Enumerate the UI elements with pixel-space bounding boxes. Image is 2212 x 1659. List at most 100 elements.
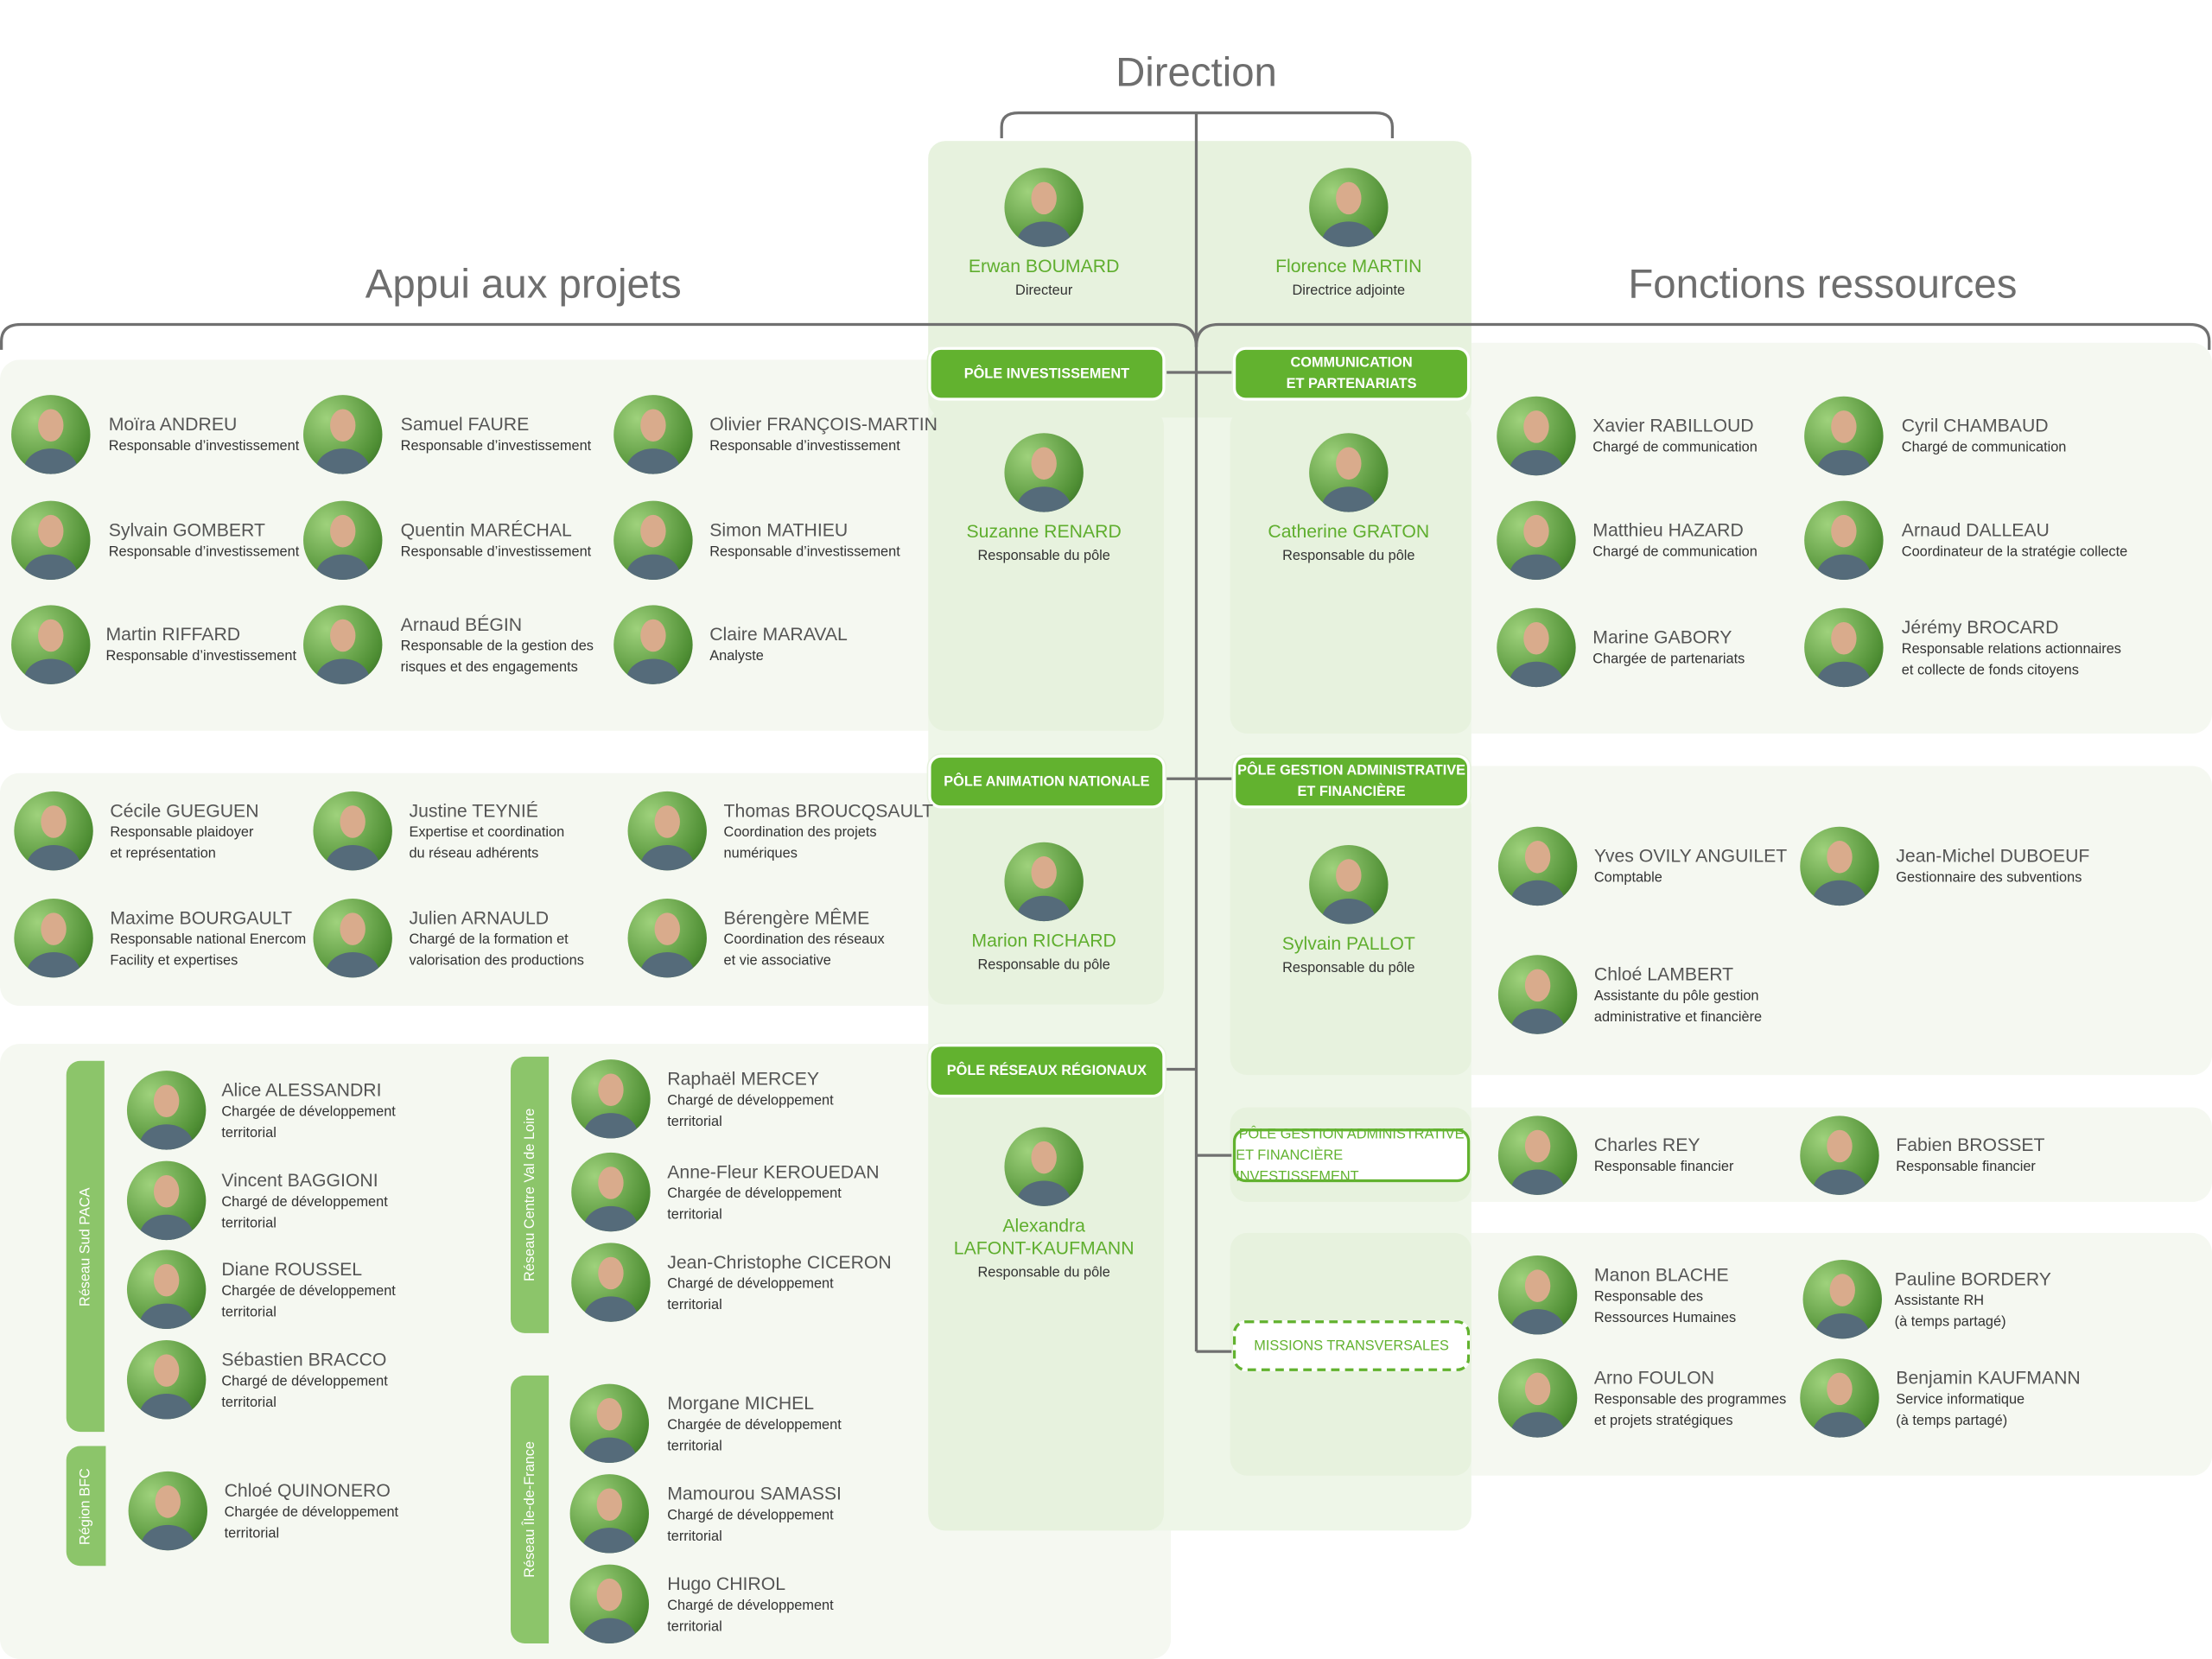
avatar-body — [626, 448, 680, 474]
person-name: Thomas BROUCQSAULT — [723, 798, 934, 821]
avatar-face — [340, 805, 365, 838]
leader-name-line: Suzanne RENARD — [966, 520, 1122, 542]
avatar-body — [23, 448, 78, 474]
person-name: Simon MATHIEU — [709, 518, 849, 541]
avatar — [128, 1471, 207, 1551]
leader-name: Erwan BOUMARD — [903, 256, 1185, 278]
pole-reseaux-button[interactable]: PÔLE RÉSEAUX RÉGIONAUX — [928, 1044, 1166, 1098]
person-role: territorial — [667, 1438, 722, 1454]
avatar-body — [1812, 880, 1866, 906]
avatar — [1004, 842, 1084, 922]
avatar-body — [23, 554, 78, 581]
avatar-body — [326, 952, 380, 978]
region-tab-bfc: Région BFC — [66, 1446, 106, 1567]
person-role: Chargée de partenariats — [1592, 652, 1745, 668]
person-role: numériques — [723, 845, 798, 861]
person-role: Facility et expertises — [110, 952, 238, 969]
pole-investissement-button[interactable]: PÔLE INVESTISSEMENT — [928, 346, 1166, 401]
person-role: Expertise et coordination — [409, 824, 565, 841]
avatar — [303, 500, 383, 581]
person-card: Thomas BROUCQSAULT Coordination des proje… — [627, 791, 934, 871]
person-name: Olivier FRANÇOIS-MARTIN — [709, 413, 938, 435]
avatar-face — [1827, 1372, 1853, 1406]
avatar — [1800, 1358, 1879, 1438]
leader-name-line: Sylvain PALLOT — [1281, 932, 1415, 954]
person-role: risques et des engagements — [400, 659, 578, 676]
missions-transversales-button[interactable]: MISSIONS TRANSVERSALES — [1232, 1320, 1471, 1371]
avatar — [1309, 433, 1389, 512]
avatar-body — [1017, 221, 1071, 247]
avatar-body — [1812, 1412, 1866, 1438]
avatar-body — [1017, 486, 1071, 512]
pole-panel-gestion — [1230, 790, 1471, 1076]
section-title-appui: Appui aux projets — [365, 262, 682, 308]
person-role: Assistante du pôle gestion — [1593, 988, 1759, 1004]
pole-animation-button[interactable]: PÔLE ANIMATION NATIONALE — [928, 754, 1166, 809]
person-role: Ressources Humaines — [1593, 1309, 1737, 1325]
avatar — [1804, 396, 1884, 476]
avatar-face — [1523, 514, 1549, 548]
left-section-bracket — [0, 322, 1198, 350]
right-section-bracket — [1194, 322, 2211, 350]
region-label: Réseau Centre Val de Loire — [522, 1108, 538, 1281]
avatar — [569, 1383, 650, 1464]
avatar-body — [1510, 880, 1565, 906]
avatar-body — [1815, 1313, 1870, 1339]
avatar-face — [1827, 841, 1853, 874]
person-name: Manon BLACHE — [1593, 1263, 1729, 1285]
leader-name: Sylvain PALLOT — [1208, 932, 1491, 955]
avatar — [1497, 396, 1576, 476]
avatar-body — [1816, 449, 1871, 476]
avatar-body — [1510, 1008, 1565, 1034]
avatar-body — [1510, 1169, 1565, 1195]
person-role: Responsable d’investissement — [709, 544, 900, 561]
avatar-body — [1816, 554, 1871, 581]
avatar-body — [1816, 661, 1871, 688]
person-name: Quentin MARÉCHAL — [400, 518, 572, 541]
leader-name: Florence MARTIN — [1208, 256, 1491, 278]
pole-label: PÔLE GESTION ADMINISTRATIVE — [1237, 763, 1466, 779]
leader-role: Responsable du pôle — [1282, 549, 1415, 565]
person-role: Coordination des projets — [723, 824, 877, 841]
leader-name-line: Alexandra — [1002, 1214, 1085, 1236]
person-name: Arnaud DALLEAU — [1901, 518, 2050, 541]
person-name: Morgane MICHEL — [667, 1391, 815, 1414]
avatar-body — [326, 844, 380, 871]
person-role: Chargé de communication — [1592, 440, 1758, 456]
avatar — [313, 898, 392, 978]
person-name: Pauline BORDERY — [1894, 1267, 2051, 1289]
avatar-face — [38, 409, 64, 442]
pole-label: COMMUNICATION — [1290, 355, 1413, 372]
avatar-body — [141, 1524, 195, 1551]
pole-label: PÔLE ANIMATION NATIONALE — [944, 773, 1150, 790]
avatar-face — [1524, 1129, 1551, 1163]
